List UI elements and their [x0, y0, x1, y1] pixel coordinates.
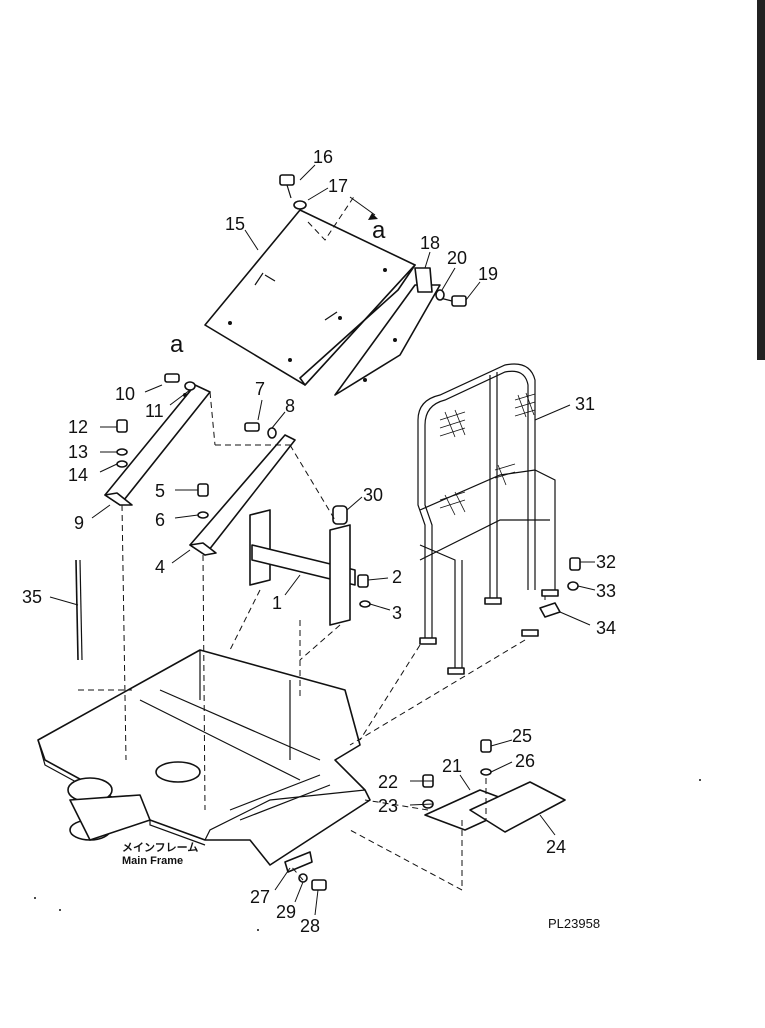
arrow-icon	[368, 213, 378, 220]
callout-27: 27	[250, 887, 270, 907]
callout-18: 18	[420, 233, 440, 253]
post-cap-30	[332, 505, 348, 525]
callout-30: 30	[363, 485, 383, 505]
bracket-4	[189, 434, 296, 556]
callout-22: 22	[378, 772, 398, 792]
washer-29	[298, 873, 308, 883]
callout-31: 31	[575, 394, 595, 414]
ref-marker-a-left: a	[170, 331, 184, 358]
washer-17	[293, 200, 307, 210]
callout-15: 15	[225, 214, 245, 234]
bolt-10	[164, 373, 180, 383]
callout-34: 34	[596, 618, 616, 638]
bolt-12	[116, 419, 128, 433]
callout-32: 32	[596, 552, 616, 572]
callout-12: 12	[68, 417, 88, 437]
callout-29: 29	[276, 902, 296, 922]
bolt-25	[480, 739, 492, 753]
callout-4: 4	[155, 557, 165, 577]
callout-8: 8	[285, 396, 295, 416]
main-frame-label-jp: メインフレーム	[122, 841, 198, 854]
side-plate-18	[334, 267, 441, 396]
callout-28: 28	[300, 916, 320, 936]
bolt-28	[311, 879, 327, 891]
plate-34	[539, 602, 561, 618]
washer-33	[567, 581, 579, 591]
callout-19: 19	[478, 264, 498, 284]
main-frame	[37, 649, 371, 873]
callout-21: 21	[442, 756, 462, 776]
plate-24	[469, 781, 566, 833]
bolt-16	[279, 174, 295, 199]
ref-marker-a-top: a	[372, 217, 386, 244]
callout-17: 17	[328, 176, 348, 196]
callouts: 1 2 3 4 5 6 7 8 9 10 11 12 13 14 15 16 1…	[22, 147, 616, 936]
callout-3: 3	[392, 603, 402, 623]
scan-edge-bar	[757, 0, 765, 360]
callout-23: 23	[378, 796, 398, 816]
cover-plate-15	[204, 209, 416, 386]
callout-26: 26	[515, 751, 535, 771]
callout-16: 16	[313, 147, 333, 167]
scan-specks	[34, 779, 701, 931]
washer-8	[267, 427, 277, 439]
callout-2: 2	[392, 567, 402, 587]
callout-35: 35	[22, 587, 42, 607]
washer-26	[480, 768, 492, 776]
callout-20: 20	[447, 248, 467, 268]
leader-lines	[49, 164, 596, 916]
washer-3	[359, 600, 371, 608]
washer-13	[116, 448, 128, 456]
washer-20	[435, 289, 445, 301]
callout-6: 6	[155, 510, 165, 530]
bolt-7	[244, 422, 260, 432]
callout-1: 1	[272, 593, 282, 613]
assembly-lines	[78, 194, 546, 891]
bolt-32	[569, 557, 581, 571]
callout-14: 14	[68, 465, 88, 485]
rod-35	[75, 559, 83, 661]
callout-11: 11	[145, 401, 164, 421]
callout-9: 9	[74, 513, 84, 533]
washer-14	[116, 460, 128, 468]
washer-6	[197, 511, 209, 519]
main-frame-label-en: Main Frame	[122, 855, 183, 867]
bolt-2	[357, 574, 369, 588]
drawing-number: PL23958	[548, 916, 600, 931]
callout-10: 10	[115, 384, 135, 404]
callout-13: 13	[68, 442, 88, 462]
callout-7: 7	[255, 379, 265, 399]
callout-5: 5	[155, 481, 165, 501]
bolt-5	[197, 483, 209, 497]
callout-25: 25	[512, 726, 532, 746]
callout-33: 33	[596, 581, 616, 601]
washer-11	[184, 381, 196, 391]
bracket-1	[249, 509, 356, 626]
callout-24: 24	[546, 837, 566, 857]
handrail-31	[417, 363, 559, 675]
